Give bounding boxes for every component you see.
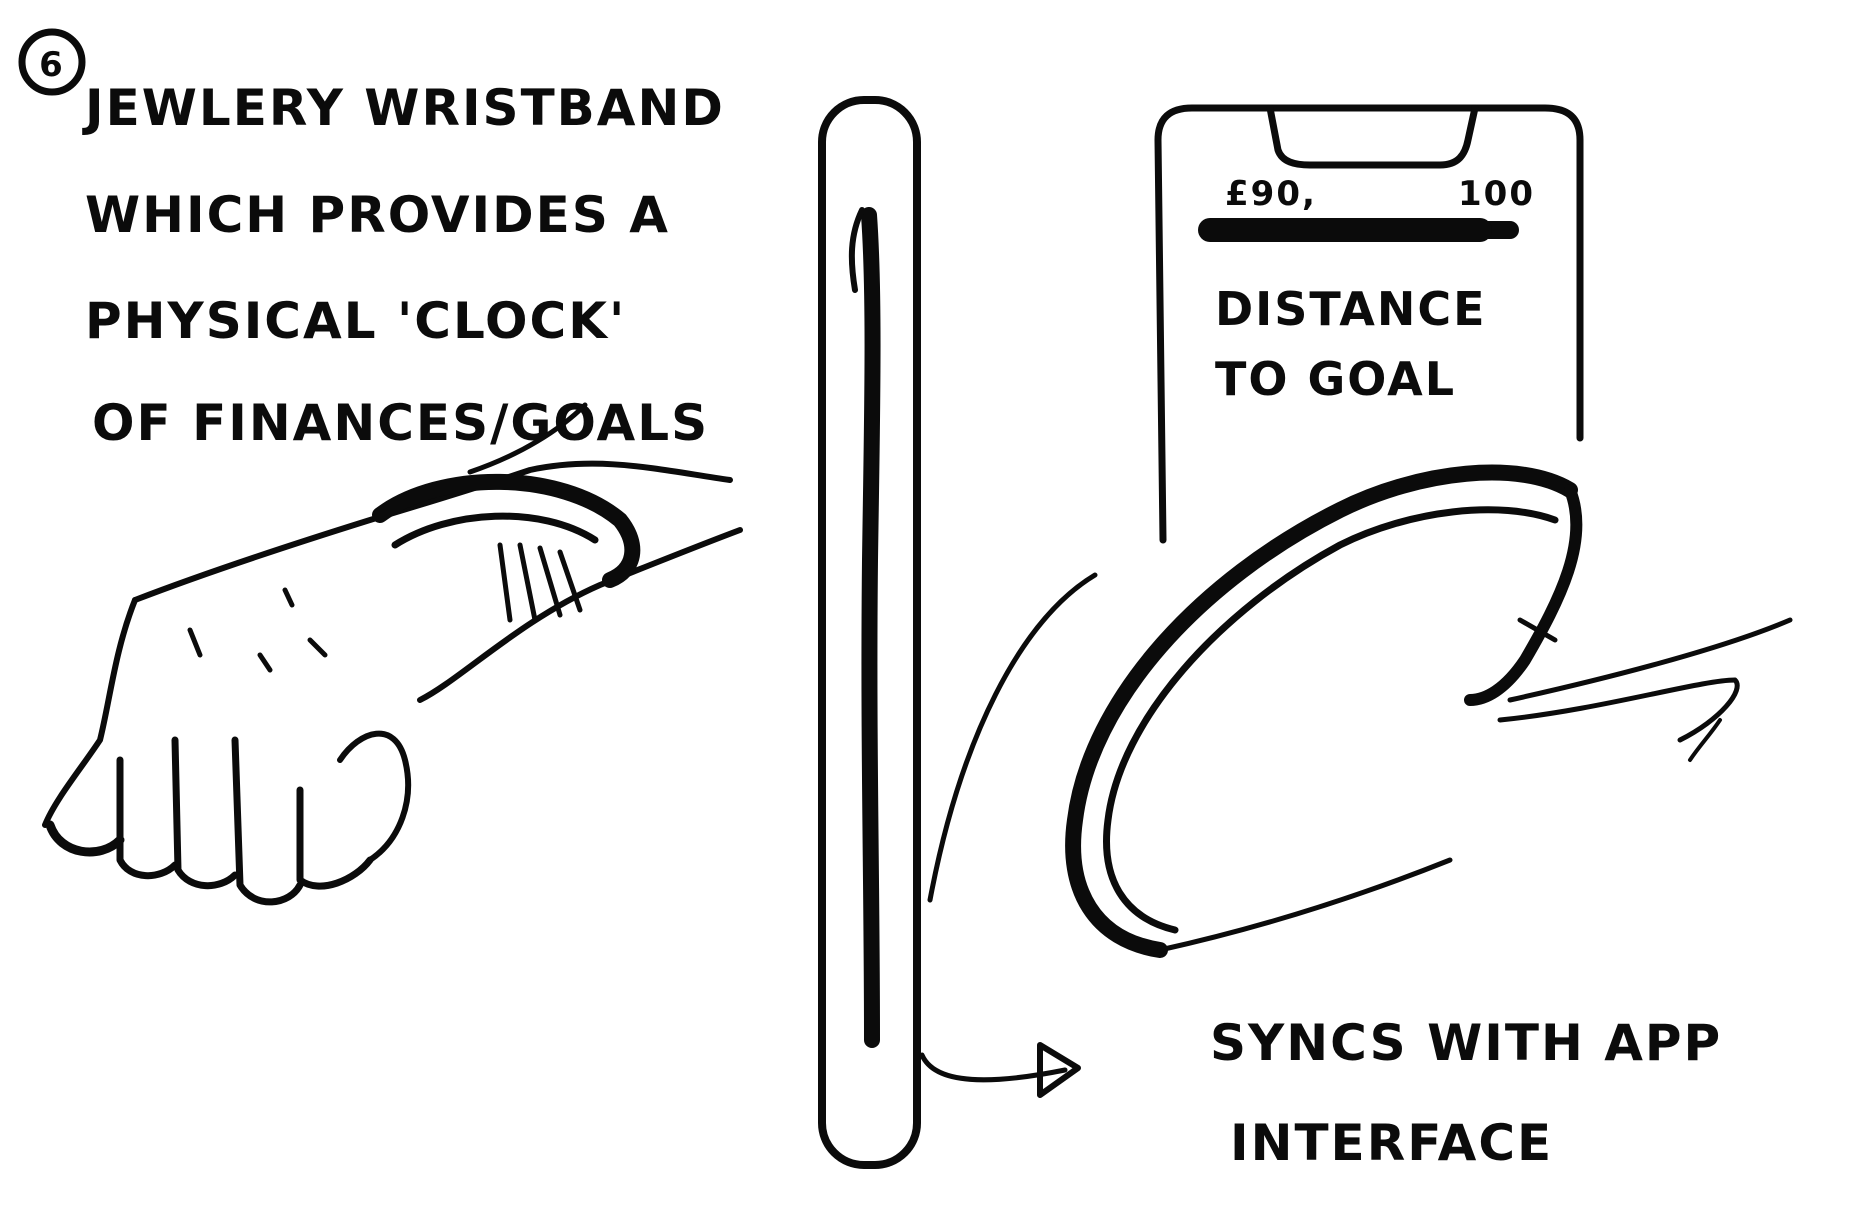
hand-holding-phone-illustration (927, 464, 1793, 958)
progress-total-value: 100 (1458, 174, 1535, 214)
concept-note-line-1: JEWLERY WRISTBAND (82, 79, 725, 137)
sync-note-line-1: SYNCS WITH APP (1210, 1014, 1722, 1072)
phone-caption-line-1: DISTANCE (1215, 282, 1487, 336)
sync-arrow (919, 1042, 1081, 1098)
step-number: 6 (18, 28, 86, 96)
sync-note-line-2: INTERFACE (1230, 1114, 1553, 1172)
phone-illustration: £90, 100 DISTANCE TO GOAL (1154, 104, 1584, 544)
step-number-text: 6 (39, 45, 65, 85)
progress-current-value: £90, (1225, 174, 1317, 214)
bracelet-side-view-illustration (818, 96, 921, 1169)
sync-note: SYNCS WITH APP INTERFACE (1210, 1014, 1722, 1172)
concept-note-line-3: PHYSICAL 'CLOCK' (85, 292, 626, 350)
pointer-line (467, 402, 588, 475)
concept-note: JEWLERY WRISTBAND WHICH PROVIDES A PHYSI… (82, 79, 725, 452)
hand-wearing-bracelet-illustration (42, 460, 743, 906)
phone-caption-line-2: TO GOAL (1215, 352, 1456, 406)
concept-note-line-2: WHICH PROVIDES A (85, 186, 670, 244)
concept-note-line-4: OF FINANCES/GOALS (92, 394, 709, 452)
